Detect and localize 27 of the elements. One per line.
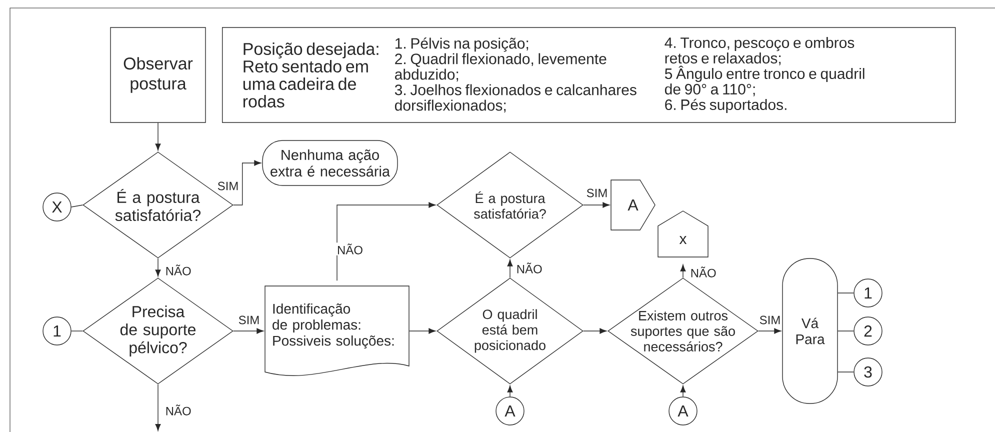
- arrow: [583, 328, 607, 334]
- edge-label: NÃO: [166, 264, 191, 276]
- arrow: [155, 384, 161, 431]
- arrow: [583, 202, 610, 208]
- edge-label: SIM: [586, 188, 607, 198]
- arrow: [680, 385, 686, 397]
- arrow: [155, 258, 161, 277]
- arrow: [233, 160, 262, 206]
- arrow: [758, 328, 782, 334]
- edge-label: NÃO: [691, 266, 716, 278]
- arrow: [155, 122, 161, 151]
- off-page-connector: A: [610, 180, 656, 230]
- arrow: [680, 264, 686, 278]
- terminator-box: Nenhuma ação extra é necessária: [262, 140, 398, 186]
- arrow: [507, 259, 513, 278]
- arrow: [233, 328, 264, 334]
- arrow: [409, 328, 436, 334]
- edge-label: NÃO: [338, 244, 362, 254]
- arrow: [336, 202, 436, 281]
- edge-label: SIM: [238, 316, 259, 324]
- process-box: Observar postura: [110, 27, 206, 123]
- arrow: [507, 385, 513, 397]
- edge-label: NÃO: [166, 404, 191, 416]
- edge-label: NÃO: [517, 262, 542, 274]
- off-page-connector: x: [658, 210, 708, 258]
- edge-label: SIM: [760, 316, 780, 324]
- terminator-box: Vá Para: [782, 258, 838, 404]
